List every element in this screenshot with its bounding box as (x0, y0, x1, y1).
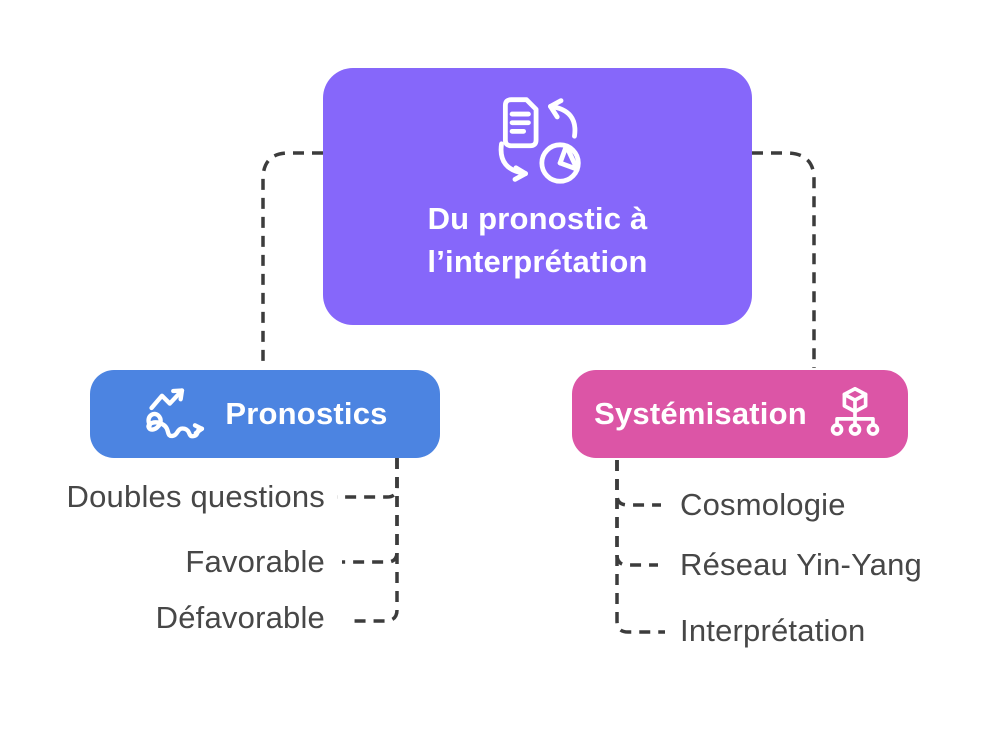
connector-root-to-pronostics (261, 151, 323, 368)
leaf-cosmologie[interactable]: Cosmologie (680, 487, 846, 522)
branch-systemisation-label: Systémisation (594, 396, 807, 431)
trend-scribble-icon (142, 381, 208, 447)
connector-pronostics-favorable (342, 458, 399, 564)
connector-pronostics-doubles-questions (337, 458, 399, 499)
node-systemisation[interactable]: Systémisation (572, 370, 908, 458)
connector-root-to-systemisation (752, 151, 816, 368)
connector-systemisation-reseau-yin-yang (615, 460, 658, 567)
leaf-doubles-questions[interactable]: Doubles questions (66, 479, 325, 514)
leaf-defavorable[interactable]: Défavorable (155, 600, 325, 635)
connector-pronostics-defavorable (348, 458, 399, 623)
leaf-interpretation[interactable]: Interprétation (680, 613, 866, 648)
leaf-reseau-yin-yang[interactable]: Réseau Yin-Yang (680, 547, 922, 582)
branch-pronostics-label: Pronostics (225, 396, 388, 431)
document-to-chart-icon (485, 92, 591, 188)
node-pronostics[interactable]: Pronostics (90, 370, 440, 458)
connector-systemisation-interpretation (615, 460, 665, 634)
connector-systemisation-cosmologie (615, 460, 661, 507)
node-root[interactable]: Du pronostic à l’interprétation (323, 68, 752, 325)
root-node-label: Du pronostic à l’interprétation (427, 201, 648, 279)
leaf-favorable[interactable]: Favorable (185, 544, 325, 579)
cube-network-icon (824, 383, 886, 445)
